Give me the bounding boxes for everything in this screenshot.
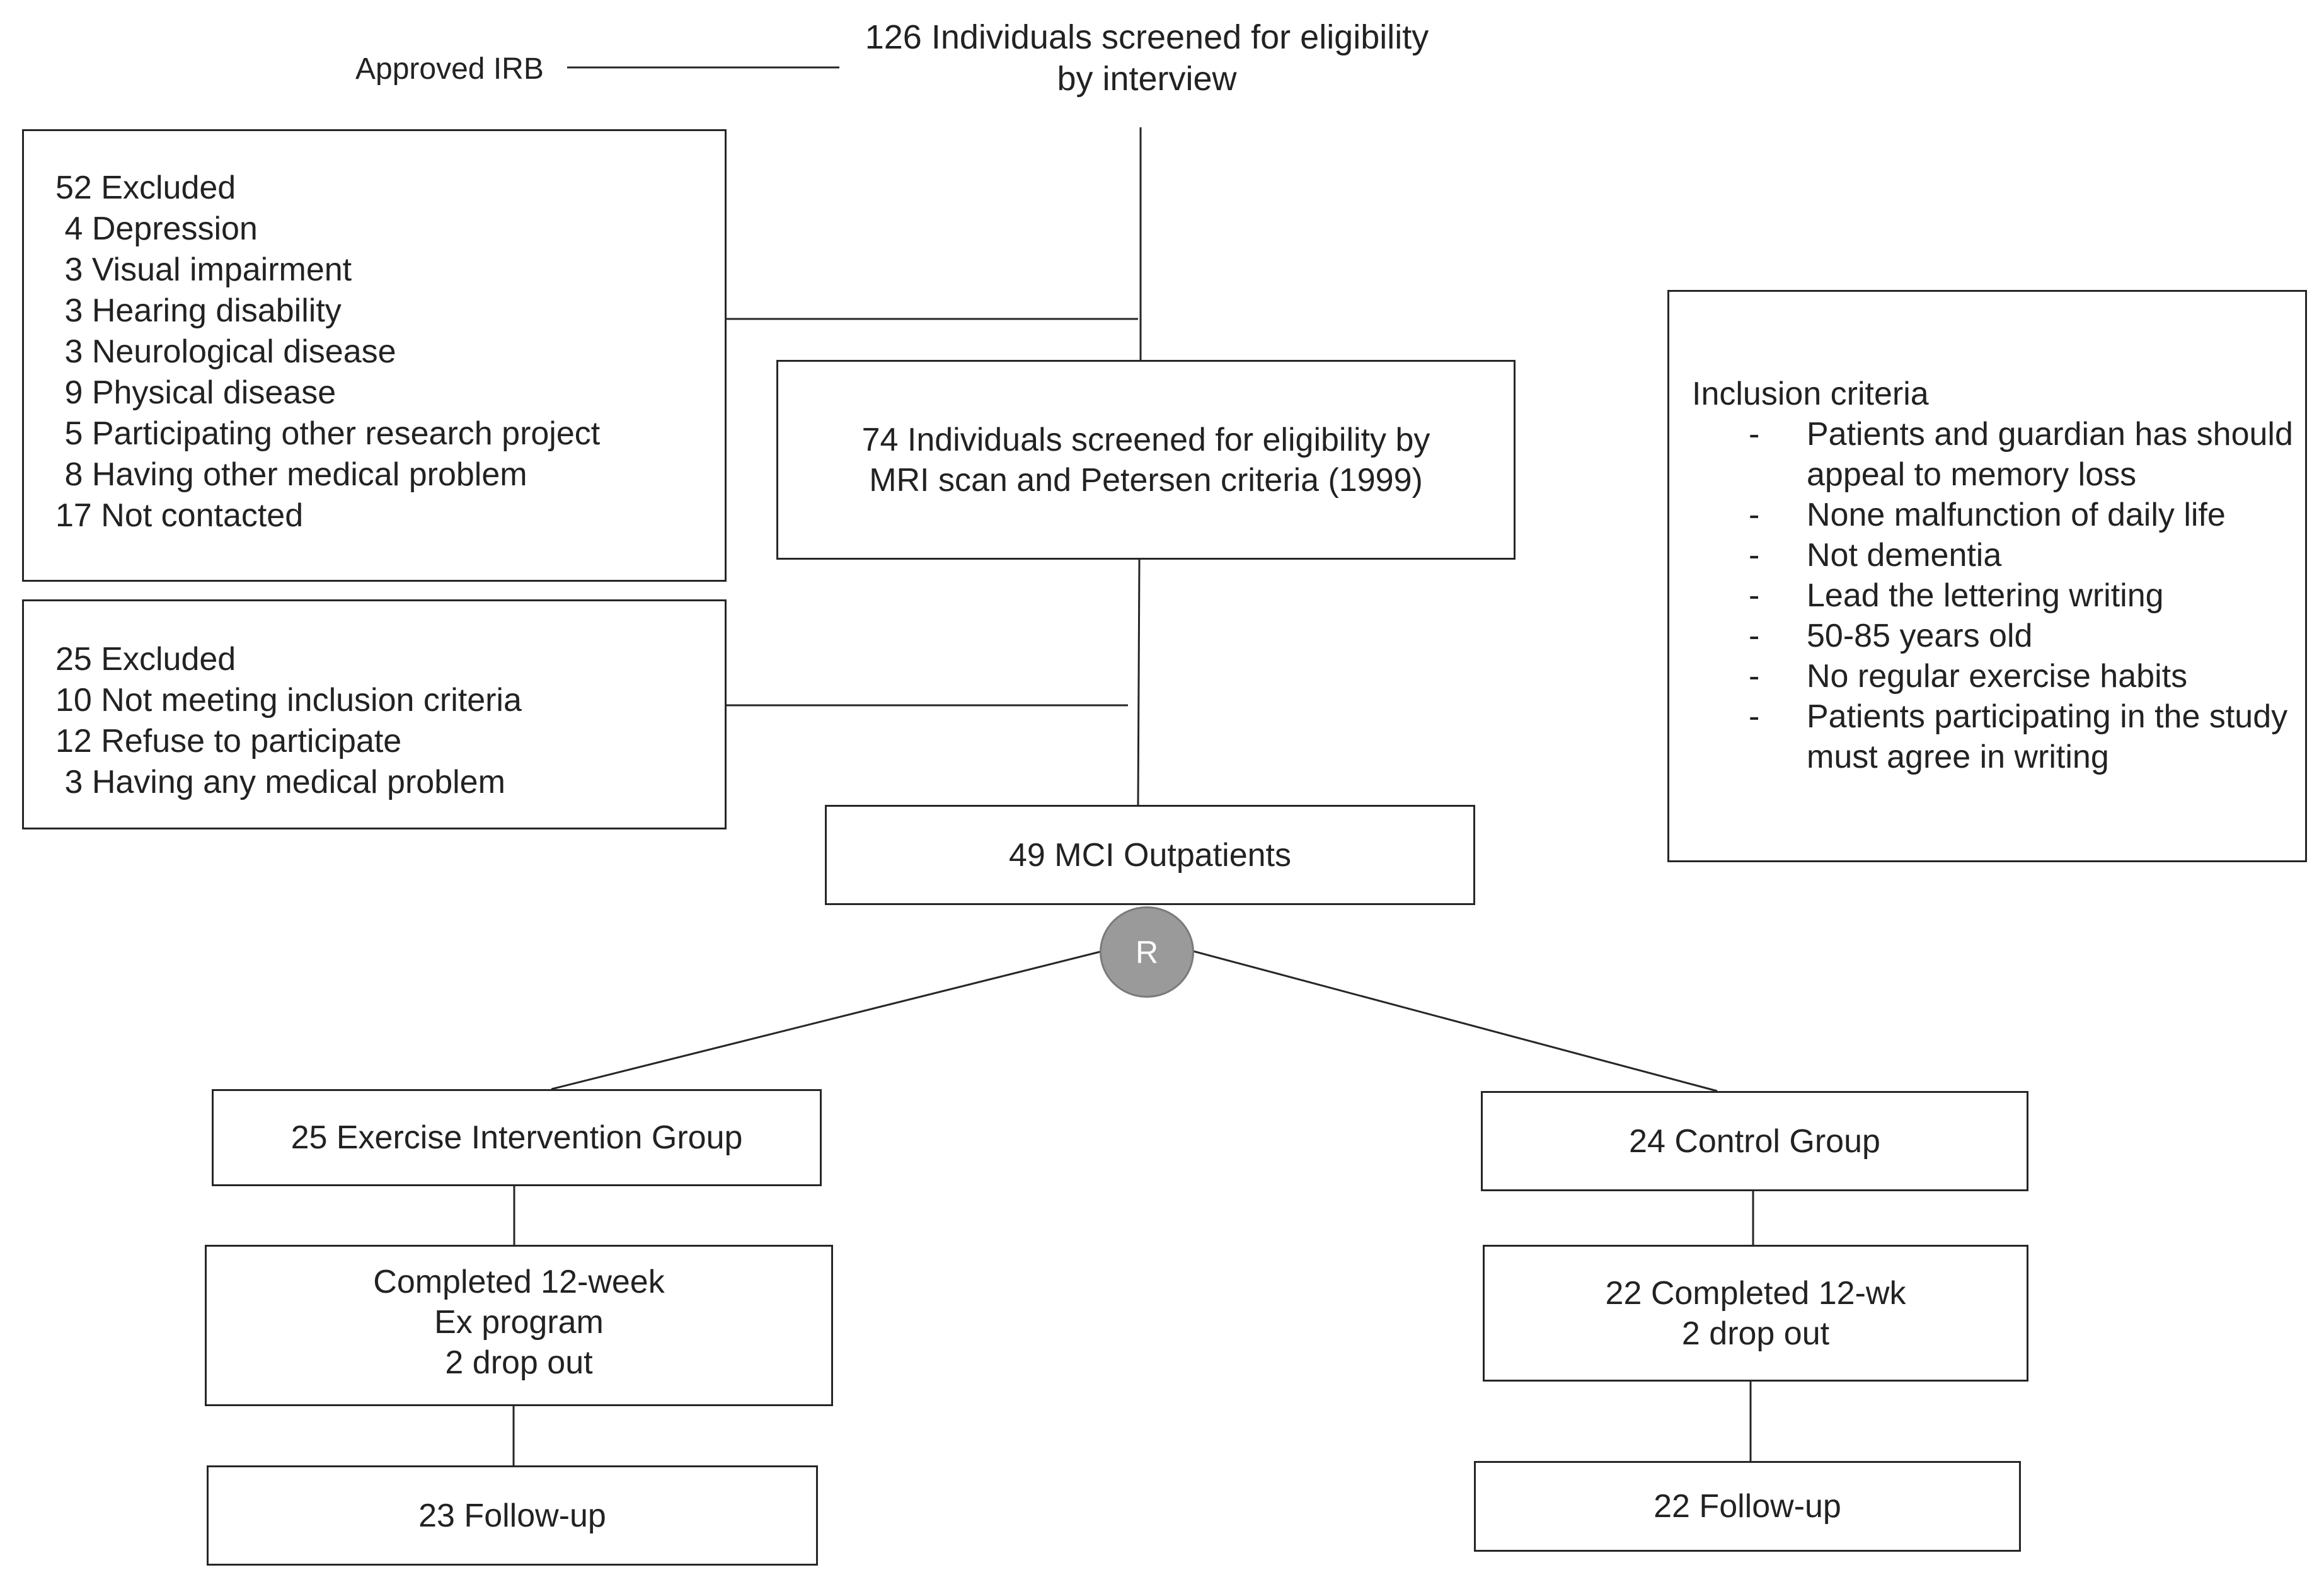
criteria-item: - Patients participating in the study mu… (1692, 696, 2305, 777)
criteria-item: - Patients and guardian has should appea… (1692, 414, 2305, 495)
inclusion-criteria-heading: Inclusion criteria (1692, 376, 1929, 412)
criteria-bullet: - (1749, 658, 1760, 695)
exercise-group-label: 25 Exercise Intervention Group (290, 1119, 743, 1156)
mri-to-mci-connector (1137, 559, 1141, 807)
random-to-exercise-connector (551, 950, 1103, 1090)
exercise-completed-line-3: 2 drop out (445, 1344, 593, 1381)
randomization-label: R (1135, 934, 1159, 970)
exclusion-line: 12 Refuse to participate (55, 723, 402, 759)
exclusion-line: 3 Hearing disability (55, 292, 342, 329)
criteria-text: Patients and guardian has should appeal … (1807, 416, 2293, 493)
exercise-followup-box: 23 Follow-up (207, 1465, 818, 1566)
irb-approval-label: Approved IRB (355, 52, 544, 86)
control-group-label: 24 Control Group (1629, 1123, 1880, 1160)
mci-outpatients-label: 49 MCI Outpatients (1009, 836, 1291, 874)
mri-screening-box: 74 Individuals screened for eligibility … (776, 360, 1516, 560)
control-completed-line-1: 22 Completed 12-wk (1605, 1275, 1906, 1312)
exclusion-line: 17 Not contacted (55, 497, 304, 534)
exercise-completed-box: Completed 12-week Ex program 2 drop out (205, 1245, 833, 1406)
exclusion-line: 5 Participating other research project (55, 415, 601, 452)
control-followup-label: 22 Follow-up (1654, 1488, 1841, 1525)
exercise-completed-line-1: Completed 12-week (373, 1264, 665, 1300)
random-to-control-connector (1192, 950, 1718, 1092)
first-exclusion-box: 52 Excluded 4 Depression 3 Visual impair… (22, 129, 727, 582)
exclusion-line: 9 Physical disease (55, 374, 337, 411)
criteria-bullet: - (1749, 577, 1760, 614)
criteria-bullet: - (1749, 416, 1760, 453)
criteria-item: - None malfunction of daily life (1692, 495, 2305, 535)
exclusion-line: 10 Not meeting inclusion criteria (55, 682, 522, 719)
criteria-item: - 50-85 years old (1692, 616, 2305, 656)
criteria-text: Lead the lettering writing (1807, 577, 2164, 614)
criteria-text: Patients participating in the study must… (1807, 698, 2288, 775)
criteria-item: - No regular exercise habits (1692, 656, 2305, 696)
mri-screening-line-2: MRI scan and Petersen criteria (1999) (869, 461, 1423, 499)
mci-outpatients-box: 49 MCI Outpatients (825, 805, 1475, 905)
criteria-item: - Not dementia (1692, 535, 2305, 575)
exercise-followup-label: 23 Follow-up (418, 1497, 606, 1534)
exercise-group-box: 25 Exercise Intervention Group (212, 1089, 822, 1186)
criteria-bullet: - (1749, 698, 1760, 735)
exclusion-line: 8 Having other medical problem (55, 456, 527, 493)
criteria-text: Not dementia (1807, 537, 2002, 574)
control-completed-line-2: 2 drop out (1681, 1315, 1830, 1352)
exclusion-line: 52 Excluded (55, 170, 236, 206)
exclusion-line: 25 Excluded (55, 641, 236, 678)
initial-screening-line-2: by interview (1057, 60, 1237, 98)
exercise-completed-line-2: Ex program (434, 1304, 604, 1341)
exclusion-line: 3 Having any medical problem (55, 764, 505, 800)
mri-screening-line-1: 74 Individuals screened for eligibility … (861, 421, 1430, 458)
initial-screening-line-1: 126 Individuals screened for eligibility (865, 18, 1429, 56)
exclusion-line: 3 Visual impairment (55, 251, 352, 288)
exclusion-line: 3 Neurological disease (55, 333, 396, 370)
criteria-text: None malfunction of daily life (1807, 497, 2226, 533)
criteria-text: No regular exercise habits (1807, 658, 2188, 695)
criteria-bullet: - (1749, 497, 1760, 533)
criteria-item: - Lead the lettering writing (1692, 575, 2305, 616)
randomization-node: R (1100, 906, 1194, 998)
inclusion-criteria-box: Inclusion criteria - Patients and guardi… (1667, 290, 2307, 862)
criteria-text: 50-85 years old (1807, 618, 2033, 654)
control-followup-box: 22 Follow-up (1474, 1461, 2021, 1552)
control-completed-box: 22 Completed 12-wk 2 drop out (1483, 1245, 2028, 1382)
criteria-bullet: - (1749, 537, 1760, 574)
control-group-box: 24 Control Group (1481, 1091, 2028, 1191)
initial-screening-text: 126 Individuals screened for eligibility… (832, 16, 1462, 100)
criteria-bullet: - (1749, 618, 1760, 654)
exclusion-line: 4 Depression (55, 211, 258, 247)
second-exclusion-box: 25 Excluded 10 Not meeting inclusion cri… (22, 599, 727, 829)
